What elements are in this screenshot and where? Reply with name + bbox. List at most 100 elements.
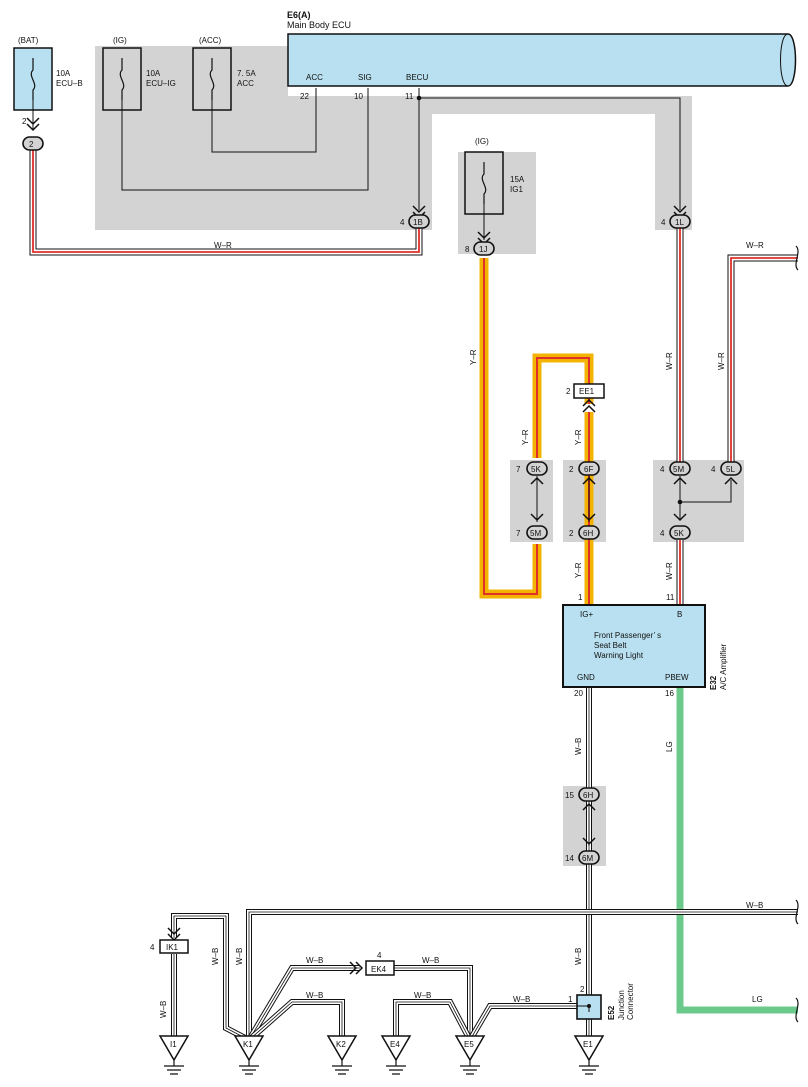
wire-ecuig-fuse <box>121 88 369 191</box>
wire-label-wb-k1b: W–B <box>235 948 244 965</box>
connector-1l-pin: 4 <box>661 218 666 227</box>
wire-label-wr-right: W–R <box>746 241 764 250</box>
ground-k2: K2 <box>326 1035 358 1075</box>
connector-6h-top: 2 6H <box>569 525 600 540</box>
wire-label-wb-ek4-right: W–B <box>422 956 439 965</box>
amplifier-function-line-3: Warning Light <box>594 651 644 660</box>
connector-5m-left: 7 5M <box>516 525 548 540</box>
wire-label-wb-gnd: W–B <box>574 738 583 755</box>
wire-label-yr-2: Y–R <box>521 429 530 445</box>
wire-label-wr-vert-1: W–R <box>665 352 674 370</box>
fuse-ecu-ig: (IG) 10A ECU–IG <box>102 36 176 111</box>
connector-ik1-id: IK1 <box>166 943 179 952</box>
connector-6f-id: 6F <box>584 465 593 474</box>
fuse-acc-element-icon <box>209 58 215 100</box>
connector-1l-id: 1L <box>675 218 684 227</box>
connector-6h-top-id: 6H <box>583 529 593 538</box>
ground-e4: E4 <box>380 1035 412 1075</box>
amplifier-function-line-2: Seat Belt <box>594 641 627 650</box>
amplifier-pin-num-gnd: 20 <box>574 689 583 698</box>
connector-6m-pin: 14 <box>565 854 574 863</box>
fuse-bat-rating: 10A <box>56 69 71 78</box>
connector-ek4-id: EK4 <box>371 965 387 974</box>
ecu-code: E6(A) <box>287 10 311 20</box>
ecu-pin-num-becu: 11 <box>405 92 414 101</box>
fuse-ecu-ig-name: ECU–IG <box>146 79 176 88</box>
amplifier-body <box>562 604 706 688</box>
connector-2: 2 2 <box>22 117 44 151</box>
harness-green <box>676 686 798 1014</box>
fuse-bat-title: (BAT) <box>18 36 39 45</box>
wire-label-wb-ek4-left: W–B <box>306 956 323 965</box>
connector-ik1: 4 IK1 <box>150 927 189 954</box>
connectors: 2 2 4 1B 4 1L 8 1J 2 EE1 7 <box>22 117 742 976</box>
connector-6m: 14 6M <box>565 850 600 865</box>
amplifier-pin-num-b: 11 <box>666 593 675 602</box>
connector-1b-id: 1B <box>413 218 423 227</box>
connector-6m-id: 6M <box>582 854 593 863</box>
fuse-acc-title: (ACC) <box>199 36 222 45</box>
connector-6h-low: 15 6H <box>565 787 600 846</box>
wire-label-wb-e52: W–B <box>513 995 530 1004</box>
ecu-name: Main Body ECU <box>287 20 351 30</box>
ground-e5-label: E5 <box>464 1040 474 1049</box>
ground-k2-label: K2 <box>336 1040 346 1049</box>
junction-splice-wires <box>536 476 732 846</box>
main-body-ecu: E6(A) Main Body ECU ACC SIG BECU 22 10 1… <box>287 10 797 101</box>
splice-5m-5l <box>677 499 683 505</box>
fuse-acc: (ACC) 7. 5A ACC <box>192 36 256 111</box>
connector-ee1-pin: 2 <box>566 387 571 396</box>
wire-labels: W–R W–R W–R W–R W–R Y–R Y–R Y–R Y–R W–B … <box>159 241 764 1018</box>
connector-5k-right-id: 5K <box>674 529 684 538</box>
connector-5k-left: 7 5K <box>516 461 548 522</box>
connector-1j: 8 1J <box>465 231 495 256</box>
ecu-pin-num-acc: 22 <box>300 92 309 101</box>
ground-i1: I1 <box>158 1035 190 1075</box>
junction-name-line-1: Junction <box>617 990 626 1020</box>
wire-label-wr-bottom: W–R <box>214 241 232 250</box>
connector-5m-right-pin: 4 <box>660 465 665 474</box>
ground-e1-label: E1 <box>583 1040 593 1049</box>
fuse-bat-name: ECU–B <box>56 79 83 88</box>
fuse-ig1-name: IG1 <box>510 185 523 194</box>
ecu-pin-num-sig: 10 <box>354 92 363 101</box>
fuse-bat-element-icon <box>30 58 36 100</box>
connector-ek4-pin: 4 <box>377 951 382 960</box>
ecu-body-edge <box>780 33 789 87</box>
fuse-ecu-ig-element-icon <box>119 58 125 100</box>
amplifier-pin-label-gnd: GND <box>577 673 595 682</box>
fuse-ig1-title: (IG) <box>475 137 489 146</box>
harness-red <box>29 150 798 606</box>
connector-ee1-id: EE1 <box>579 387 595 396</box>
wire-label-wb-e1: W–B <box>574 948 583 965</box>
ecu-body <box>287 33 797 87</box>
connector-ee1: 2 EE1 <box>566 383 605 413</box>
amplifier-pin-num-igplus: 1 <box>578 593 583 602</box>
wire-label-wb-k1a: W–B <box>211 948 220 965</box>
grounds: I1 K1 K2 E4 E5 E1 <box>158 1035 605 1075</box>
connector-1b-pin: 4 <box>400 218 405 227</box>
wire-label-wb-right: W–B <box>746 901 763 910</box>
wire-label-yr-1: Y–R <box>469 349 478 365</box>
amplifier-pin-label-b: B <box>677 610 682 619</box>
connector-6h-top-pin: 2 <box>569 529 574 538</box>
fuse-ig1: (IG) 15A IG1 <box>464 137 525 215</box>
junction-connector-e52: 2 1 E52 Junction Connector <box>568 983 635 1020</box>
ecu-pin-label-sig: SIG <box>358 73 372 82</box>
ground-e5: E5 <box>454 1035 486 1075</box>
amplifier-pin-num-pbew: 16 <box>665 689 674 698</box>
wire-label-wb-e4: W–B <box>414 991 431 1000</box>
wire-label-yr-3: Y–R <box>574 429 583 445</box>
fuse-ig1-element-icon <box>481 162 487 204</box>
ground-k1-label: K1 <box>243 1040 253 1049</box>
ecu-pin-label-acc: ACC <box>306 73 323 82</box>
ecu-shade-region <box>95 46 692 230</box>
wire-break-marks <box>795 245 799 1023</box>
connector-5l: 4 5L <box>711 461 742 485</box>
connector-6f-pin: 2 <box>569 465 574 474</box>
splice-becu <box>416 95 422 101</box>
connector-5m-left-id: 5M <box>530 529 541 538</box>
break-mark-wr <box>795 245 799 271</box>
